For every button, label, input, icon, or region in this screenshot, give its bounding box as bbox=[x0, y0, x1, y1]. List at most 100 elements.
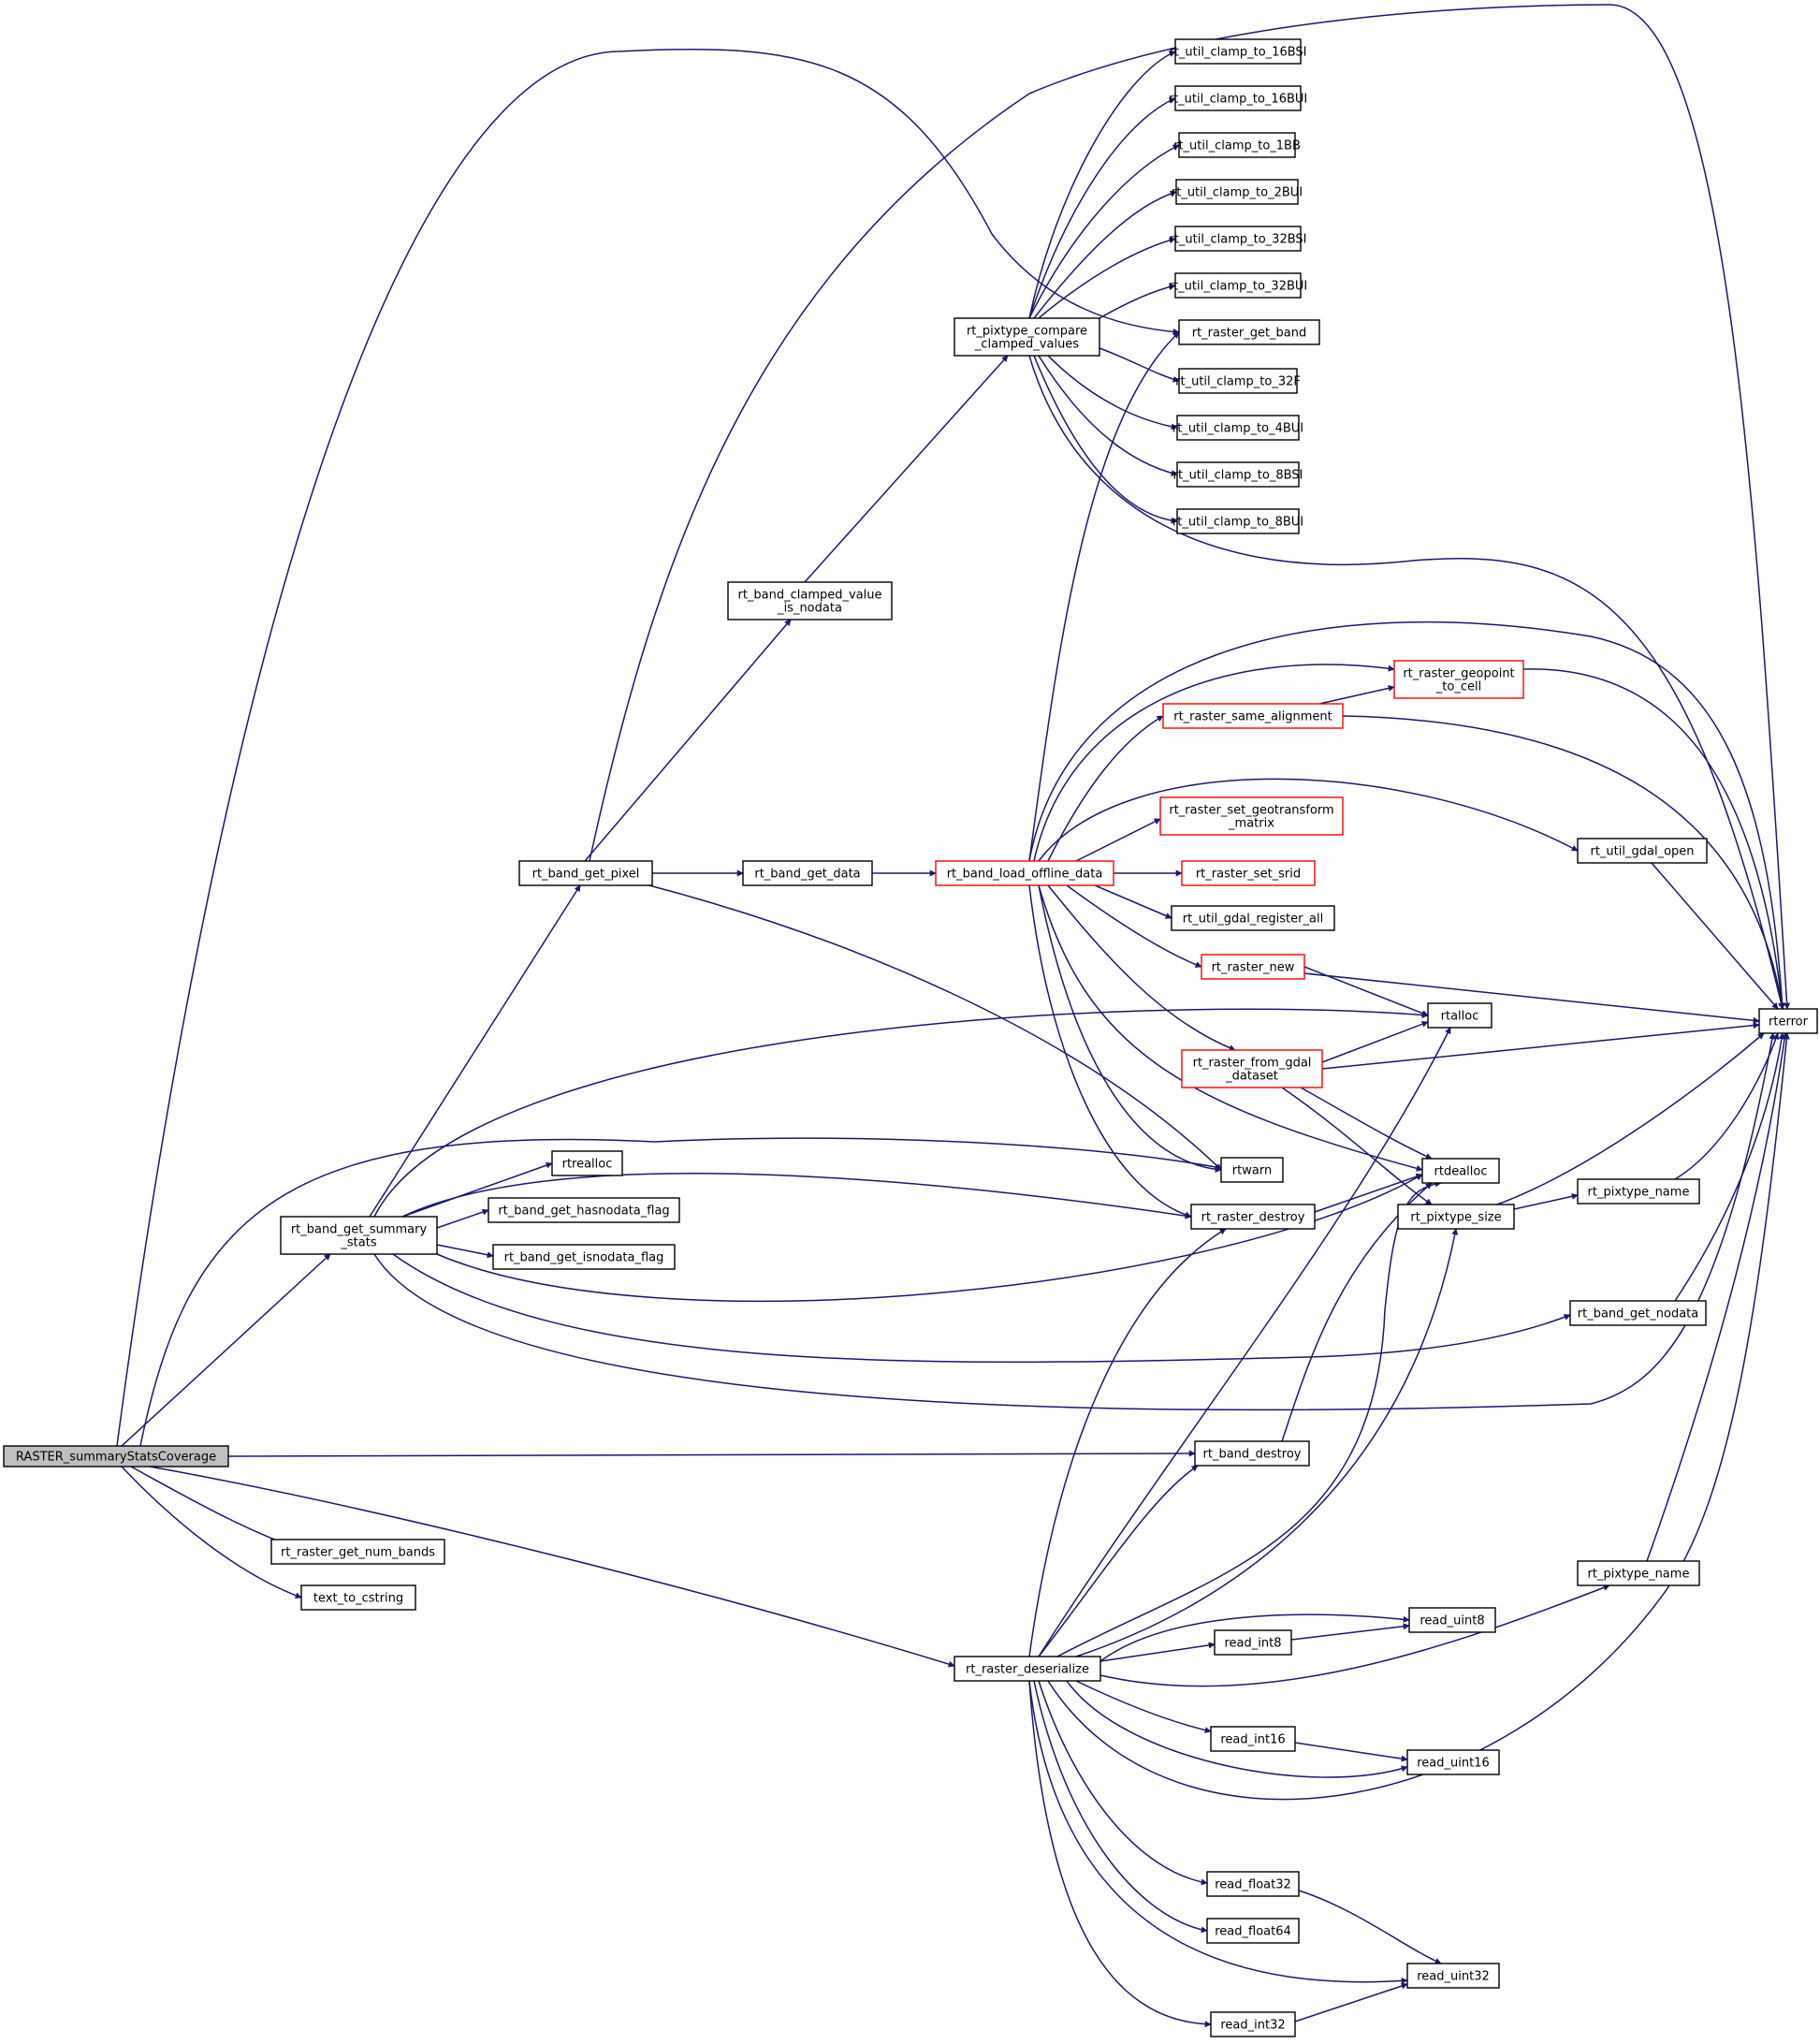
node-label: rt_util_clamp_to_4BUI bbox=[1172, 422, 1303, 436]
call-edge-rt_band_get_pixel-to-rterror bbox=[589, 4, 1791, 1010]
node-box bbox=[935, 860, 1114, 886]
node-rt_pixtype_name_1[interactable]: rt_pixtype_name bbox=[1577, 1178, 1700, 1204]
node-rt_pixtype_compare_clamped_values[interactable]: rt_pixtype_compare_clamped_values bbox=[954, 317, 1100, 357]
call-edge-rt_band_get_summary_stats-to-rt_raster_destroy bbox=[401, 1173, 1192, 1219]
node-read_float32[interactable]: read_float32 bbox=[1206, 1871, 1300, 1897]
node-read_uint8[interactable]: read_uint8 bbox=[1408, 1607, 1496, 1633]
node-rt_band_clamped_value_is_nodata[interactable]: rt_band_clamped_value_is_nodata bbox=[727, 581, 893, 620]
node-label: rtwarn bbox=[1232, 1164, 1272, 1178]
function-nodes: RASTER_summaryStatsCoverage rt_band_get_s… bbox=[3, 38, 1818, 2037]
call-edge-raster_summaryStatsCoverage-to-rtwarn bbox=[139, 1137, 1222, 1447]
node-box bbox=[270, 1539, 445, 1565]
node-label: rt_raster_deserialize bbox=[966, 1663, 1089, 1677]
node-rt_pixtype_size[interactable]: rt_pixtype_size bbox=[1397, 1204, 1515, 1230]
call-edge-rt_band_load_offline_data-to-rtdealloc bbox=[1038, 884, 1423, 1172]
node-label: _stats bbox=[340, 1236, 376, 1250]
node-rt_band_load_offline_data[interactable]: rt_band_load_offline_data bbox=[935, 860, 1114, 886]
node-label: rterror bbox=[1769, 1015, 1809, 1029]
node-rt_band_get_pixel[interactable]: rt_band_get_pixel bbox=[518, 860, 653, 886]
node-rt_band_destroy[interactable]: rt_band_destroy bbox=[1194, 1440, 1310, 1467]
node-rt_raster_set_srid[interactable]: rt_raster_set_srid bbox=[1181, 860, 1316, 886]
node-read_uint16[interactable]: read_uint16 bbox=[1406, 1749, 1500, 1775]
node-rt_raster_deserialize[interactable]: rt_raster_deserialize bbox=[954, 1656, 1101, 1682]
call-edge-rt_pixtype_compare_clamped_values-to-rt_util_clamp_to_2BUI bbox=[1033, 190, 1177, 319]
call-edge-rt_raster_new-to-rterror bbox=[1303, 972, 1760, 1024]
node-label: rt_raster_new bbox=[1212, 961, 1295, 975]
node-raster_summaryStatsCoverage[interactable]: RASTER_summaryStatsCoverage bbox=[3, 1445, 229, 1467]
node-rt_band_get_summary_stats[interactable]: rt_band_get_summary_stats bbox=[280, 1216, 438, 1255]
call-edge-rt_band_load_offline_data-to-rt_raster_get_band bbox=[1028, 331, 1180, 862]
call-edge-rt_band_load_offline_data-to-rtwarn bbox=[1038, 884, 1222, 1173]
node-rt_util_clamp_to_32F[interactable]: rt_util_clamp_to_32F bbox=[1175, 368, 1301, 394]
node-text_to_cstring[interactable]: text_to_cstring bbox=[300, 1584, 416, 1611]
node-box bbox=[1210, 2011, 1296, 2037]
node-rt_raster_destroy[interactable]: rt_raster_destroy bbox=[1190, 1204, 1316, 1230]
node-rt_util_clamp_to_16BSI[interactable]: rt_util_clamp_to_16BSI bbox=[1169, 38, 1307, 65]
node-rtalloc[interactable]: rtalloc bbox=[1427, 1002, 1492, 1029]
node-rt_util_clamp_to_4BUI[interactable]: rt_util_clamp_to_4BUI bbox=[1172, 415, 1303, 441]
node-rt_util_gdal_open[interactable]: rt_util_gdal_open bbox=[1577, 838, 1708, 864]
node-box bbox=[1206, 1918, 1300, 1944]
call-edge-read_int16-to-read_uint16 bbox=[1294, 1742, 1408, 1762]
node-label: rt_band_load_offline_data bbox=[947, 868, 1103, 882]
node-box bbox=[1171, 905, 1335, 931]
node-box bbox=[1178, 319, 1320, 345]
node-rt_raster_set_geotransform_matrix[interactable]: rt_raster_set_geotransform_matrix bbox=[1159, 796, 1344, 836]
call-edge-rt_raster_from_gdal_dataset-to-rt_pixtype_size bbox=[1281, 1087, 1433, 1205]
node-read_uint32[interactable]: read_uint32 bbox=[1406, 1963, 1500, 1989]
node-box bbox=[1162, 703, 1344, 729]
node-rt_raster_geopoint_to_cell[interactable]: rt_raster_geopoint_to_cell bbox=[1393, 660, 1524, 699]
node-rtrealloc[interactable]: rtrealloc bbox=[551, 1150, 623, 1176]
node-label: rt_raster_set_srid bbox=[1196, 868, 1301, 882]
node-box bbox=[1577, 1560, 1700, 1586]
node-rt_band_get_hasnodata_flag[interactable]: rt_band_get_hasnodata_flag bbox=[488, 1197, 680, 1223]
node-rt_util_clamp_to_32BSI[interactable]: rt_util_clamp_to_32BSI bbox=[1169, 226, 1307, 252]
node-rt_util_clamp_to_8BUI[interactable]: rt_util_clamp_to_8BUI bbox=[1172, 508, 1303, 534]
node-rterror[interactable]: rterror bbox=[1758, 1008, 1818, 1034]
node-read_float64[interactable]: read_float64 bbox=[1206, 1918, 1300, 1944]
node-rt_util_clamp_to_8BSI[interactable]: rt_util_clamp_to_8BSI bbox=[1173, 461, 1303, 488]
call-edge-rt_band_get_summary_stats-to-rtrealloc bbox=[401, 1161, 553, 1218]
node-read_int8[interactable]: read_int8 bbox=[1214, 1629, 1292, 1656]
node-rt_util_clamp_to_1BB[interactable]: rt_util_clamp_to_1BB bbox=[1173, 132, 1301, 158]
node-box bbox=[1214, 1629, 1292, 1656]
node-rt_raster_new[interactable]: rt_raster_new bbox=[1201, 954, 1305, 980]
node-rt_util_clamp_to_16BUI[interactable]: rt_util_clamp_to_16BUI bbox=[1169, 85, 1308, 111]
node-label: _matrix bbox=[1228, 817, 1274, 831]
node-rt_util_clamp_to_2BUI[interactable]: rt_util_clamp_to_2BUI bbox=[1172, 179, 1303, 205]
call-edge-read_int8-to-read_uint8 bbox=[1290, 1623, 1410, 1641]
node-rt_raster_from_gdal_dataset[interactable]: rt_raster_from_gdal_dataset bbox=[1181, 1049, 1323, 1088]
node-box bbox=[1159, 796, 1344, 836]
node-read_int16[interactable]: read_int16 bbox=[1210, 1726, 1296, 1752]
call-edge-rt_band_get_summary_stats-to-rtalloc bbox=[373, 1008, 1429, 1218]
node-read_int32[interactable]: read_int32 bbox=[1210, 2011, 1296, 2037]
node-rt_raster_get_band[interactable]: rt_raster_get_band bbox=[1178, 319, 1320, 345]
node-rt_raster_get_num_bands[interactable]: rt_raster_get_num_bands bbox=[270, 1539, 445, 1565]
node-rt_util_gdal_register_all[interactable]: rt_util_gdal_register_all bbox=[1171, 905, 1335, 931]
node-rt_util_clamp_to_32BUI[interactable]: rt_util_clamp_to_32BUI bbox=[1169, 272, 1308, 299]
node-box bbox=[954, 317, 1100, 357]
call-edge-rt_band_load_offline_data-to-rt_raster_new bbox=[1066, 884, 1202, 969]
node-rt_pixtype_name_2[interactable]: rt_pixtype_name bbox=[1577, 1560, 1700, 1586]
node-rt_band_get_isnodata_flag[interactable]: rt_band_get_isnodata_flag bbox=[492, 1244, 676, 1270]
node-box bbox=[1408, 1607, 1496, 1633]
node-label: rt_util_clamp_to_8BSI bbox=[1173, 469, 1303, 483]
node-label: rt_band_clamped_value bbox=[737, 589, 881, 603]
node-rt_band_get_nodata[interactable]: rt_band_get_nodata bbox=[1569, 1300, 1707, 1326]
node-label: rt_band_get_nodata bbox=[1578, 1307, 1698, 1321]
node-rtwarn[interactable]: rtwarn bbox=[1220, 1157, 1284, 1183]
node-label: rt_band_get_pixel bbox=[532, 868, 640, 882]
node-box bbox=[1190, 1204, 1316, 1230]
node-label: rtrealloc bbox=[562, 1158, 613, 1172]
node-rt_raster_same_alignment[interactable]: rt_raster_same_alignment bbox=[1162, 703, 1344, 729]
node-box bbox=[1174, 226, 1302, 252]
node-label: rt_raster_get_band bbox=[1192, 327, 1307, 341]
node-rt_band_get_data[interactable]: rt_band_get_data bbox=[742, 860, 873, 886]
node-label: _is_nodata bbox=[777, 602, 842, 616]
node-rtdealloc[interactable]: rtdealloc bbox=[1421, 1158, 1500, 1184]
call-edge-rt_band_get_pixel-to-rt_band_clamped_value_is_nodata bbox=[584, 619, 792, 862]
node-box bbox=[1577, 838, 1708, 864]
call-edge-raster_summaryStatsCoverage-to-text_to_cstring bbox=[121, 1466, 302, 1599]
node-label: rt_util_clamp_to_8BUI bbox=[1172, 516, 1303, 530]
